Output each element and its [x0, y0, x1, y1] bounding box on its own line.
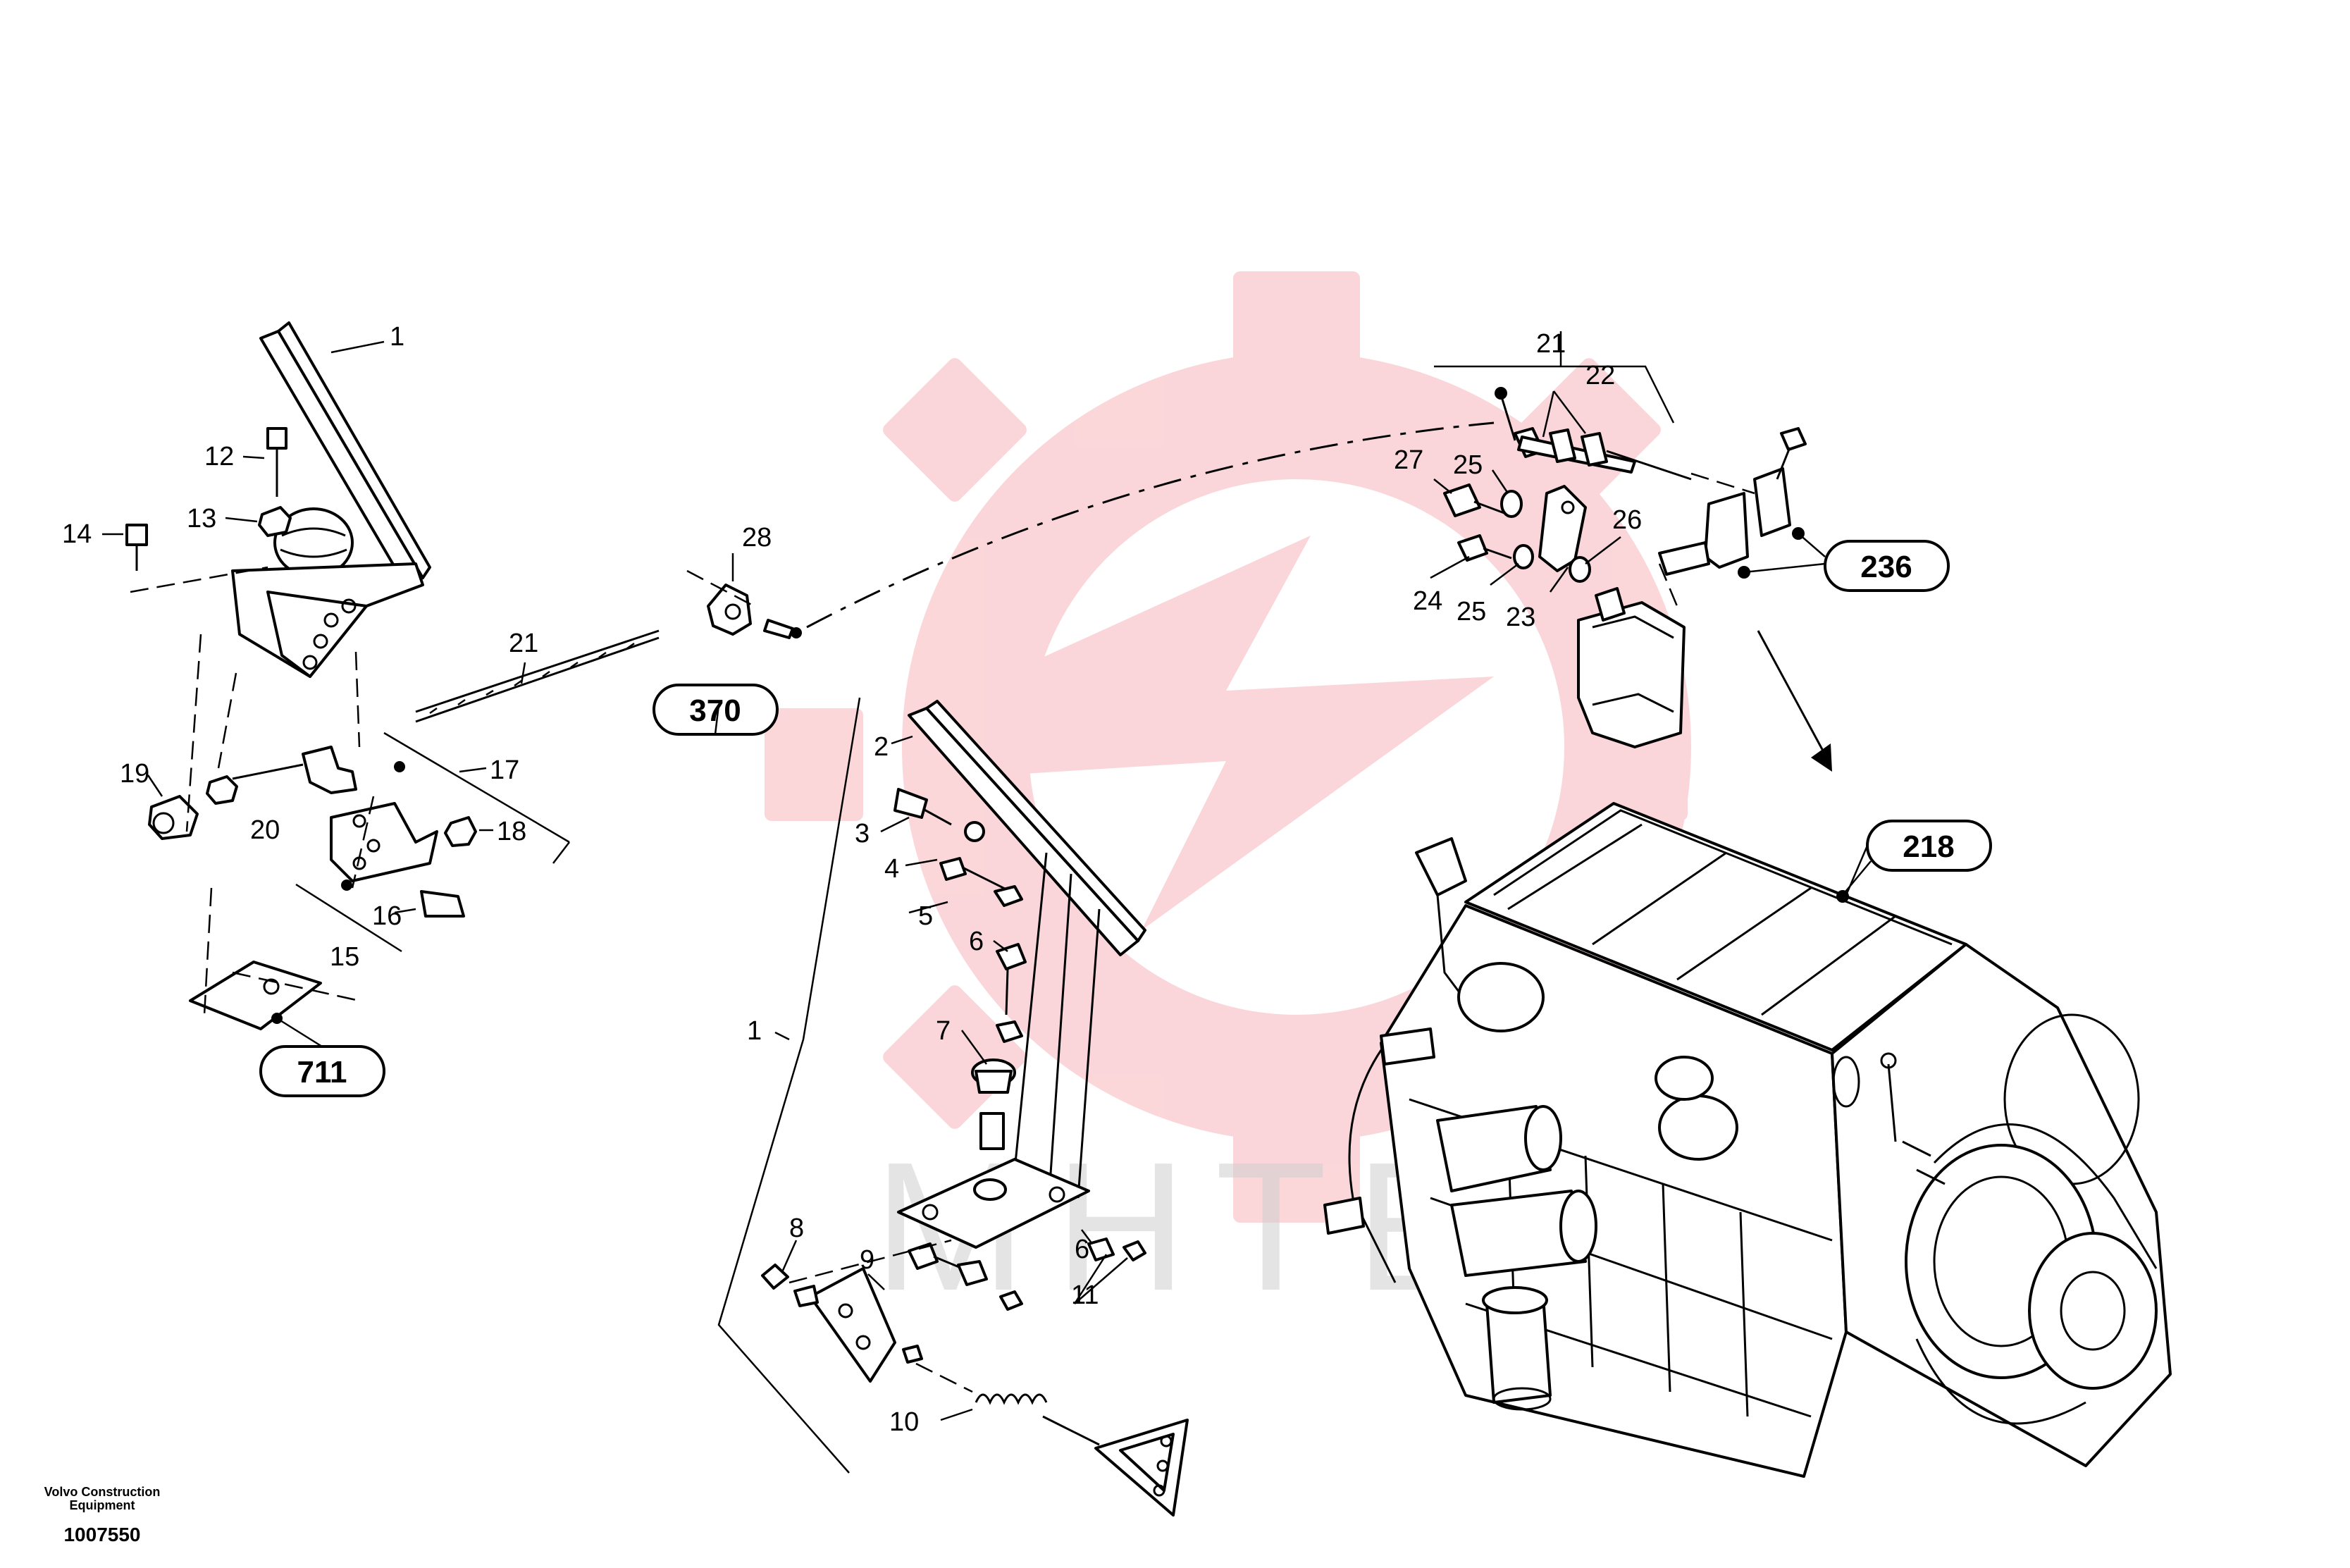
- callout-center-6b: 6: [1075, 1235, 1089, 1264]
- center-callouts: 2 3 4 5 6 7 1 8 9 6 11 10: [747, 732, 1099, 1437]
- callout-left-13: 13: [187, 504, 216, 533]
- footer-credit: Volvo Construction Equipment 1007550: [14, 1486, 190, 1546]
- callout-center-11: 11: [1071, 1280, 1099, 1310]
- callout-right-25-top: 25: [1453, 450, 1483, 480]
- callout-left-28: 28: [742, 523, 772, 552]
- callout-center-2: 2: [874, 732, 889, 762]
- callout-center-8: 8: [789, 1214, 804, 1243]
- callout-center-3: 3: [855, 819, 870, 848]
- callout-right-27: 27: [1394, 445, 1423, 475]
- callout-right-24: 24: [1413, 586, 1442, 616]
- left-pedal-assembly: [102, 321, 802, 1030]
- callout-center-7: 7: [936, 1016, 951, 1046]
- callout-left-15: 15: [330, 942, 359, 972]
- footer-company-line1: Volvo Construction: [44, 1485, 161, 1499]
- callout-right-22: 22: [1585, 361, 1615, 390]
- callout-left-12: 12: [204, 442, 234, 471]
- ref-badge-236: 236: [1824, 540, 1950, 592]
- callout-right-23: 23: [1506, 603, 1535, 632]
- ref-badge-711: 711: [259, 1045, 385, 1097]
- ref-711-label: 711: [297, 1055, 347, 1089]
- callout-right-25-bottom: 25: [1457, 597, 1486, 626]
- callout-left-19: 19: [120, 759, 149, 789]
- left-callouts: 1 12 13 14 21 17 19 20 18 16 15 28: [62, 322, 772, 972]
- callout-left-18: 18: [497, 817, 526, 846]
- callout-center-6: 6: [969, 927, 984, 956]
- callout-left-14: 14: [62, 519, 92, 549]
- callout-center-5: 5: [918, 901, 933, 931]
- callout-left-17: 17: [490, 755, 519, 785]
- right-callouts: 21 22 27 25 26 24 25 23: [1394, 329, 1642, 632]
- footer-company-line2: Equipment: [69, 1498, 135, 1512]
- engine-block: [1323, 802, 2172, 1478]
- callout-left-21: 21: [509, 629, 538, 658]
- callout-right-21: 21: [1536, 329, 1566, 359]
- right-linkage-assembly: [806, 331, 1832, 772]
- footer-doc-number: 1007550: [63, 1524, 141, 1545]
- ref-370-label: 370: [689, 693, 741, 728]
- callout-left-20: 20: [250, 815, 280, 845]
- center-pedal-assembly: [717, 697, 1189, 1517]
- callout-center-4: 4: [884, 854, 899, 884]
- callout-right-26: 26: [1612, 505, 1642, 535]
- ref-218-label: 218: [1903, 829, 1954, 864]
- ref-236-label: 236: [1860, 550, 1912, 584]
- callout-left-16: 16: [372, 901, 402, 931]
- callout-center-9: 9: [860, 1245, 874, 1275]
- callout-center-10: 10: [889, 1407, 919, 1437]
- callout-left-1: 1: [390, 322, 404, 352]
- ref-badge-370: 370: [653, 684, 779, 736]
- ref-badge-218: 218: [1866, 820, 1992, 872]
- callout-center-1: 1: [747, 1016, 762, 1046]
